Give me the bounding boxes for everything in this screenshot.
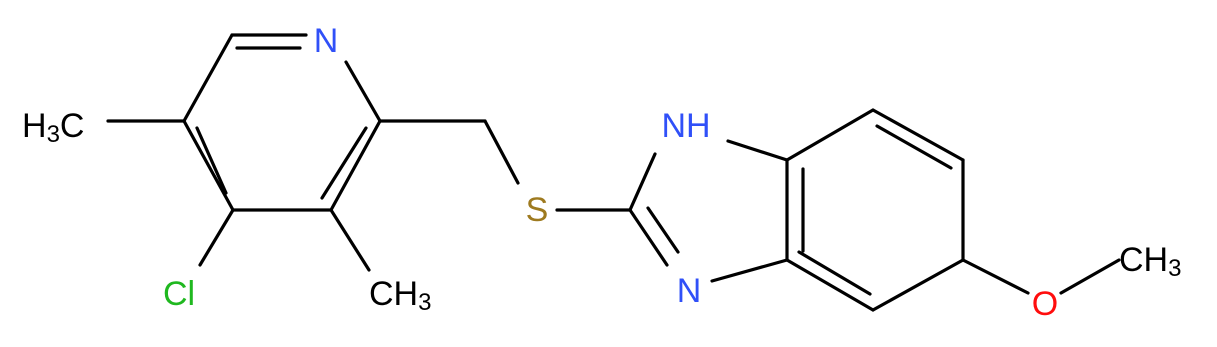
bond	[329, 119, 382, 212]
bond	[871, 258, 965, 312]
atom-sulfur: S	[526, 191, 549, 229]
atom-oxygen: O	[1032, 285, 1058, 323]
atom-pyridine-nitrogen: N	[314, 22, 339, 60]
bond	[483, 119, 520, 185]
methyl-left-h: H	[22, 107, 47, 145]
methyl-methoxy-subscript: 3	[1168, 255, 1181, 282]
bond	[344, 60, 382, 123]
bond	[785, 258, 875, 312]
methyl-methoxy-ch: CH	[1119, 241, 1168, 279]
bond	[710, 258, 789, 283]
atom-methyl-left: H3C	[22, 107, 84, 148]
methyl-left-c: C	[60, 107, 85, 145]
bond	[329, 208, 371, 272]
atom-chlorine: Cl	[163, 275, 195, 313]
atom-nh: NH	[661, 107, 710, 145]
bond	[785, 108, 875, 162]
atom-labels: N H3C Cl CH3 S NH N O CH3	[22, 22, 1181, 323]
methyl-bottom-ch: CH	[369, 275, 418, 313]
bond	[726, 139, 789, 162]
bond	[198, 208, 235, 267]
atom-methyl-bottom: CH3	[369, 275, 431, 316]
bond	[871, 108, 965, 162]
bond	[1059, 258, 1121, 295]
bond	[320, 126, 368, 200]
bond	[182, 33, 234, 123]
bond	[646, 206, 680, 254]
bond	[961, 258, 1030, 295]
bond	[195, 126, 228, 195]
bond	[182, 119, 235, 212]
bond	[628, 208, 669, 267]
bond	[628, 152, 657, 212]
bond	[875, 124, 953, 170]
methyl-left-subscript: 3	[47, 121, 60, 148]
bond-lines	[106, 33, 1121, 312]
atom-imidazole-nitrogen: N	[677, 272, 702, 310]
bond	[797, 250, 872, 296]
methyl-bottom-subscript: 3	[418, 289, 431, 316]
atom-methyl-methoxy: CH3	[1119, 241, 1181, 282]
